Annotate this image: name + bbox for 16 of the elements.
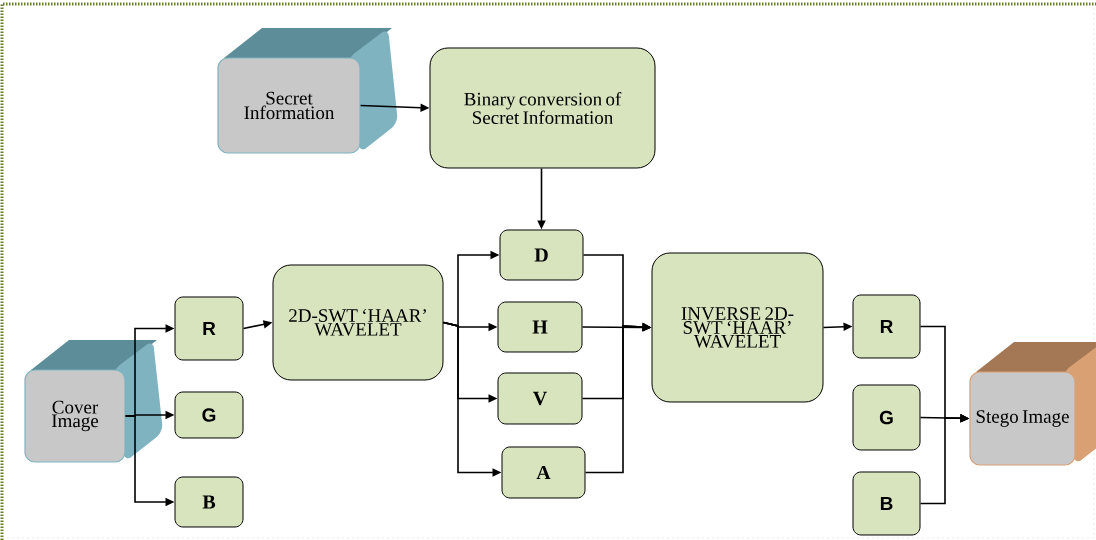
cube-box: Cover Image	[24, 340, 163, 463]
channel-box: B	[852, 471, 921, 536]
channel-box: H	[497, 301, 583, 353]
channel-box: A	[501, 446, 586, 499]
channel-box: G	[174, 391, 244, 439]
channel-box: R	[174, 296, 244, 361]
channel-box: R	[852, 294, 921, 359]
cube-box: Stego Image	[969, 342, 1096, 466]
process-box: Binary conversion of Secret Information	[429, 47, 656, 169]
channel-box: G	[852, 384, 921, 451]
channel-box: D	[499, 229, 584, 281]
cube-box: Secret Information	[217, 28, 398, 154]
process-box: 2D-SWT ‘HAAR’ WAVELET	[272, 264, 444, 381]
channel-box: B	[174, 476, 244, 528]
process-box: INVERSE 2D-SWT ‘HAAR’ WAVELET	[651, 252, 824, 403]
channel-box: V	[497, 372, 583, 425]
